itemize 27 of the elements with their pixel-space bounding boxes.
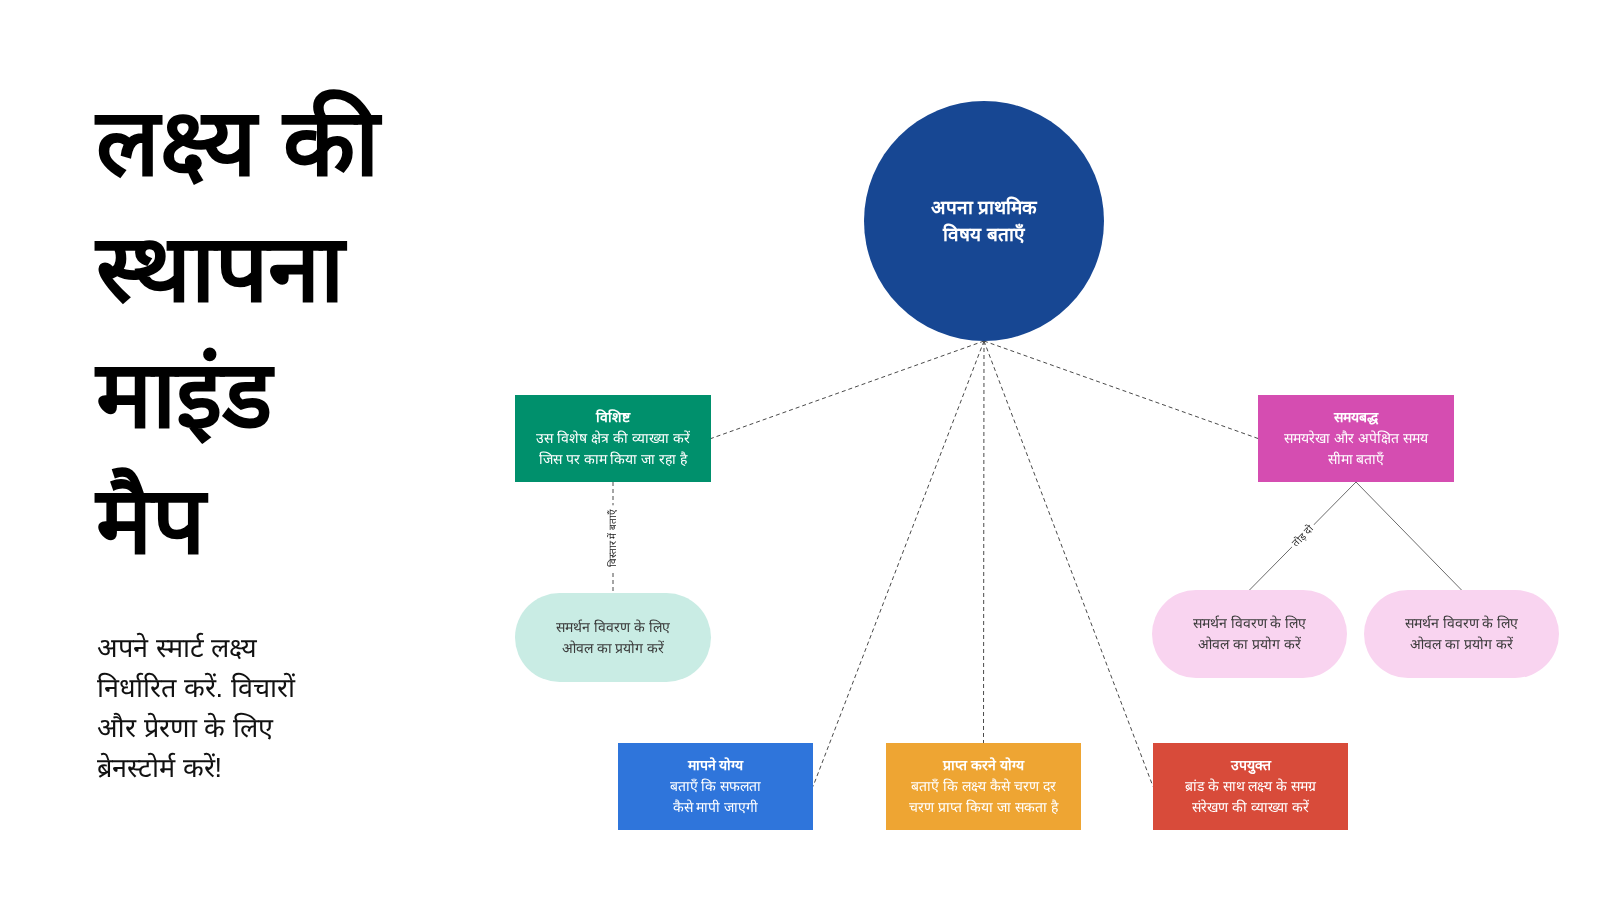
box-description: बताएँ कि सफलता कैसे मापी जाएगी: [668, 777, 763, 817]
box-heading: मापने योग्य: [687, 756, 744, 775]
category-box: [618, 743, 813, 830]
box-heading: उपयुक्त: [1230, 756, 1271, 776]
connector-line: [983, 340, 1259, 439]
box-heading: समयबद्ध: [1334, 408, 1378, 427]
intro-text: अपने स्मार्ट लक्ष्य निर्धारित करें. विचारों और प्रेरणा के लिए ब्रेनस्टोर्म करें!: [97, 631, 297, 785]
category-box: [515, 395, 711, 482]
box-description: बताएँ कि लक्ष्य कैसे चरण दर चरण प्राप्त किया जा सकता है: [908, 777, 1060, 817]
box-description: ब्रांड के साथ लक्ष्य के समग्र संरेखण की व्याख्या करें: [1183, 777, 1318, 817]
connector-line: [983, 340, 1154, 787]
box-description: उस विशेष क्षेत्र की व्याख्या करें जिस पर काम किया जा रहा है: [535, 429, 691, 469]
connector-line: [983, 340, 985, 744]
connector-line: [1355, 481, 1462, 591]
box-heading: प्राप्त करने योग्य: [943, 756, 1024, 775]
page-title: लक्ष्य की स्थापना माइंड मैप: [96, 88, 383, 575]
box-heading: विशिष्ट: [596, 408, 630, 427]
oval-text: समर्थन विवरण के लिए ओवल का प्रयोग करें: [1403, 614, 1520, 654]
category-box: [1153, 743, 1348, 830]
category-box: [886, 743, 1081, 830]
connector-line: [710, 340, 985, 439]
oval-text: समर्थन विवरण के लिए ओवल का प्रयोग करें: [1191, 614, 1308, 654]
edge-label: विस्तार में बताएँ: [606, 505, 620, 570]
box-description: समयरेखा और अपेक्षित समय सीमा बताएँ: [1283, 429, 1430, 469]
topic-text: अपना प्राथमिक विषय बताएँ: [929, 195, 1039, 247]
category-box: [1258, 395, 1454, 482]
oval-text: समर्थन विवरण के लिए ओवल का प्रयोग करें: [555, 617, 671, 658]
